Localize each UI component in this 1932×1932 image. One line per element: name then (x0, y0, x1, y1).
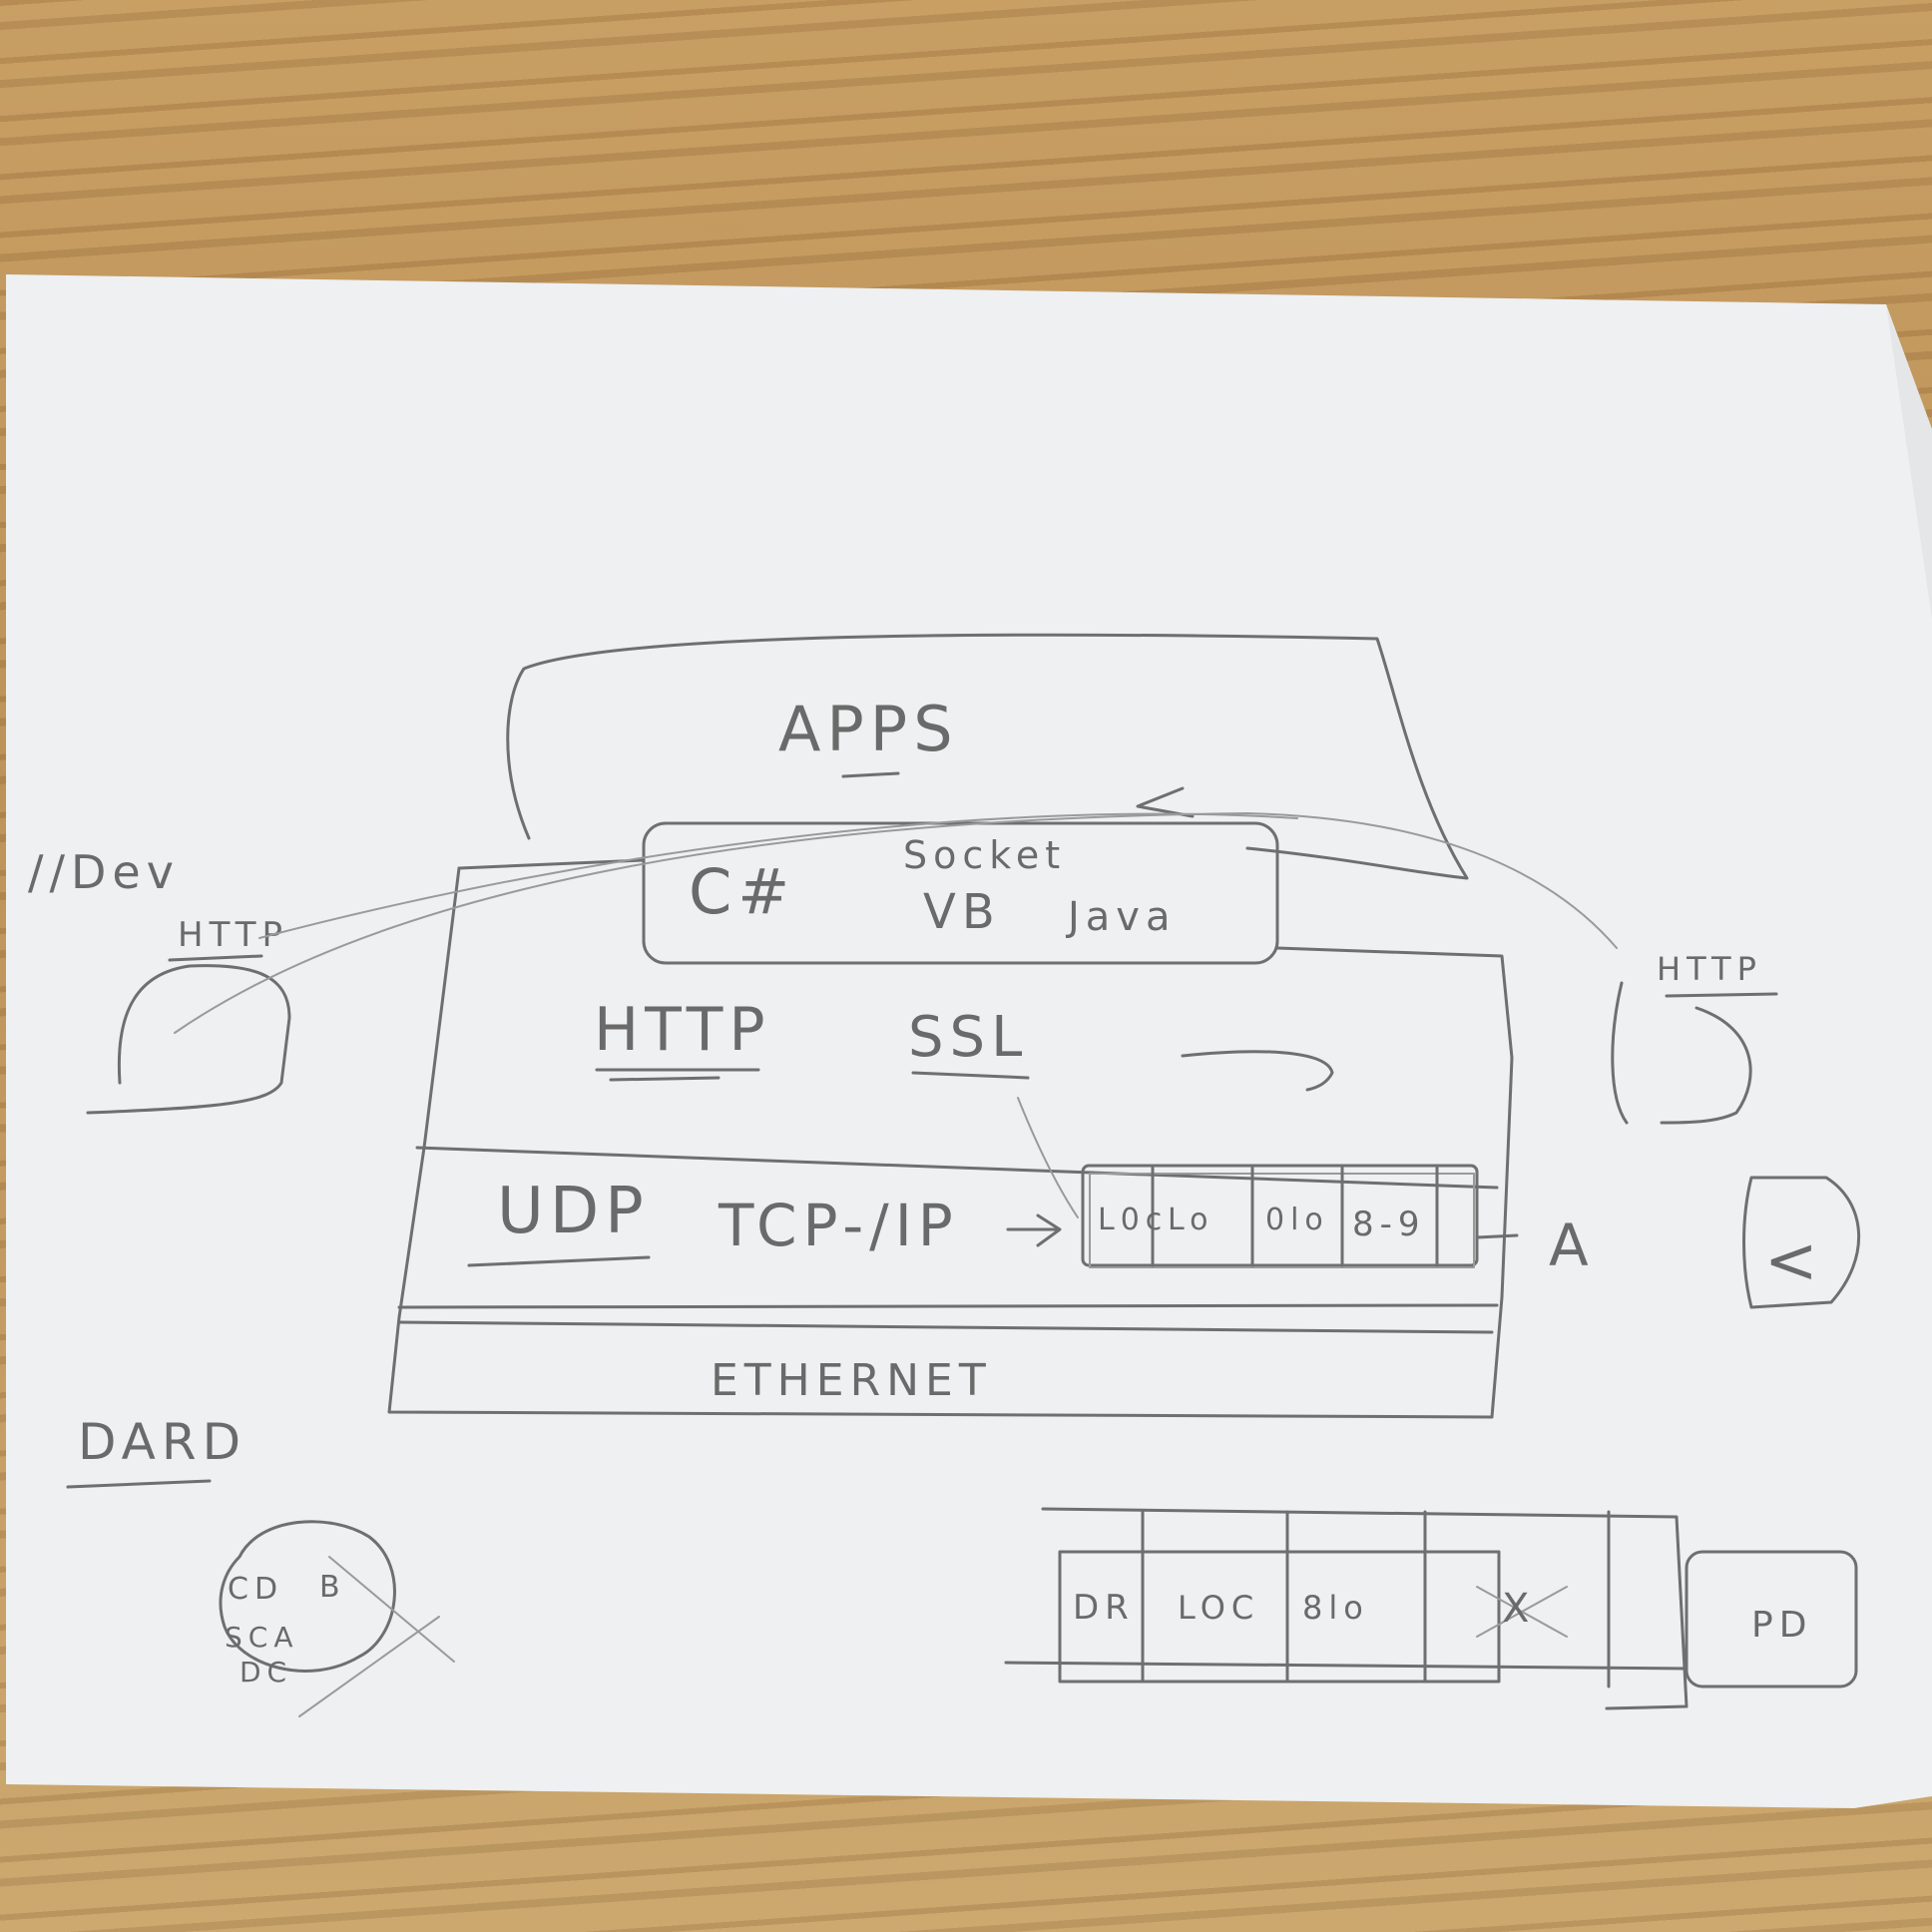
ssl-label: SSL (908, 1005, 1028, 1070)
packet-cell-1: L0c (1098, 1203, 1168, 1237)
apps-cloud (506, 633, 1469, 880)
svg-text:CD: CD (228, 1572, 283, 1607)
left-node-box (86, 964, 291, 1115)
language-box (642, 821, 1279, 965)
packet-cell-2: Lo (1168, 1203, 1214, 1237)
right-node-label: HTTP (1657, 950, 1762, 988)
svg-text:B: B (319, 1570, 346, 1605)
back-button[interactable]: < (1742, 1176, 1861, 1309)
dev-comment: //Dev (28, 845, 180, 899)
a-label: A (1549, 1211, 1595, 1279)
svg-text:SCA: SCA (225, 1621, 298, 1654)
bottom-strip: DR LOC 8lo X PD (1004, 1507, 1858, 1710)
udp-label: UDP (497, 1175, 650, 1248)
dard-label: DARD (78, 1413, 246, 1471)
tcpip-label: TCP-/IP (718, 1192, 959, 1259)
scribble: CD B SCA DC (219, 1520, 455, 1717)
strip-cell-2: LOC (1178, 1589, 1259, 1627)
packet-cell-3: 0lo (1265, 1203, 1329, 1237)
socket-label: Socket (903, 833, 1066, 877)
apps-label: APPS (778, 693, 959, 765)
strip-cell-1: DR (1073, 1588, 1135, 1628)
strip-cell-3: 8lo (1302, 1589, 1369, 1627)
left-node-label: HTTP (178, 915, 288, 955)
svg-text:DC: DC (240, 1656, 292, 1689)
squiggle (1181, 1050, 1334, 1092)
back-icon: < (1764, 1224, 1824, 1298)
paper (6, 274, 1932, 1808)
arrow-icon (1006, 1213, 1062, 1247)
ethernet-label: ETHERNET (711, 1355, 992, 1406)
packet-frame (1081, 1164, 1479, 1267)
packet: L0c Lo 0lo 8-9 (1081, 1164, 1479, 1268)
vb-label: VB (923, 884, 1001, 940)
http-label: HTTP (594, 995, 771, 1065)
right-node-box (1611, 981, 1752, 1125)
packet-cell-4: 8-9 (1352, 1205, 1426, 1244)
connection-curve (174, 812, 1618, 1034)
csharp-label: C# (689, 855, 795, 928)
strip-cell-4: X (1502, 1586, 1535, 1632)
strip-cell-6: PD (1751, 1605, 1812, 1646)
java-label: Java (1065, 894, 1177, 940)
